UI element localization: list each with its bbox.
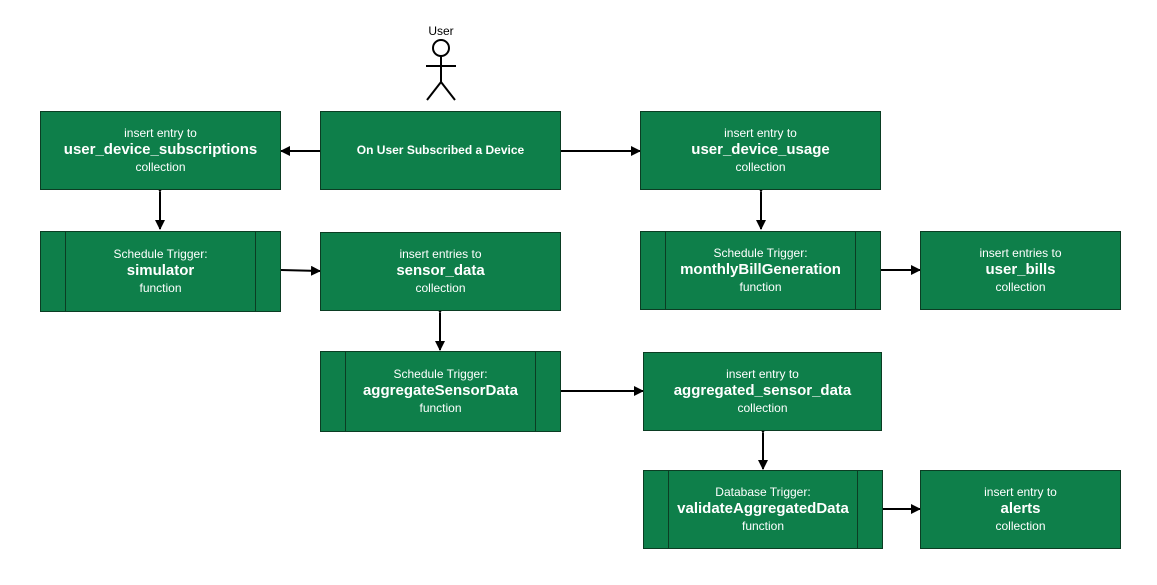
user-actor-label: User	[428, 24, 454, 38]
node-name-text: monthlyBillGeneration	[680, 261, 841, 279]
node-bottom-text: function	[139, 280, 182, 295]
node-top-text: insert entry to	[724, 126, 797, 141]
node-name-text: alerts	[1000, 500, 1041, 518]
node-name-text: aggregateSensorData	[362, 382, 519, 400]
node-on-user-subscribed[interactable]: On User Subscribed a Device	[320, 111, 561, 190]
node-name-text: simulator	[126, 262, 195, 280]
node-name-text: user_bills	[985, 261, 1056, 279]
node-top-text: Database Trigger:	[715, 485, 811, 500]
user-actor-figure	[426, 39, 456, 101]
node-validate-aggregated-data[interactable]: Database Trigger: validateAggregatedData…	[643, 470, 883, 549]
edge-simulator-to-sensor	[280, 265, 321, 276]
node-top-text: insert entry to	[124, 126, 197, 141]
node-on-user-subscribed-label: On User Subscribed a Device	[356, 143, 525, 157]
node-aggregated-sensor-data[interactable]: insert entry to aggregated_sensor_data c…	[643, 352, 882, 431]
node-name-text: validateAggregatedData	[677, 500, 849, 518]
node-bottom-text: collection	[415, 280, 466, 295]
node-name-text: aggregated_sensor_data	[673, 382, 852, 400]
node-top-text: Schedule Trigger:	[393, 367, 488, 382]
node-name-text: user_device_usage	[691, 141, 830, 159]
node-top-text: insert entries to	[399, 247, 482, 262]
node-aggregate-sensor-data[interactable]: Schedule Trigger: aggregateSensorData fu…	[320, 351, 561, 432]
node-sensor-data[interactable]: insert entries to sensor_data collection	[320, 232, 561, 311]
node-name-text: sensor_data	[396, 262, 485, 280]
node-simulator-function[interactable]: Schedule Trigger: simulator function	[40, 231, 281, 312]
node-bottom-text: collection	[735, 159, 786, 174]
node-user-device-subscriptions[interactable]: insert entry to user_device_subscription…	[40, 111, 281, 190]
node-top-text: insert entries to	[979, 246, 1062, 261]
node-bottom-text: function	[739, 279, 782, 294]
node-top-text: insert entry to	[726, 367, 799, 382]
node-bottom-text: collection	[737, 400, 788, 415]
node-alerts[interactable]: insert entry to alerts collection	[920, 470, 1121, 549]
node-bottom-text: collection	[995, 518, 1046, 533]
node-user-device-usage[interactable]: insert entry to user_device_usage collec…	[640, 111, 881, 190]
node-top-text: Schedule Trigger:	[713, 246, 808, 261]
node-top-text: insert entry to	[984, 485, 1057, 500]
node-top-text: Schedule Trigger:	[113, 247, 208, 262]
node-bottom-text: function	[419, 400, 462, 415]
node-bottom-text: collection	[135, 159, 186, 174]
node-bottom-text: collection	[995, 279, 1046, 294]
node-bottom-text: function	[741, 518, 785, 533]
node-user-bills[interactable]: insert entries to user_bills collection	[920, 231, 1121, 310]
node-name-text: user_device_subscriptions	[63, 141, 258, 159]
node-monthly-bill-generation[interactable]: Schedule Trigger: monthlyBillGeneration …	[640, 231, 881, 310]
